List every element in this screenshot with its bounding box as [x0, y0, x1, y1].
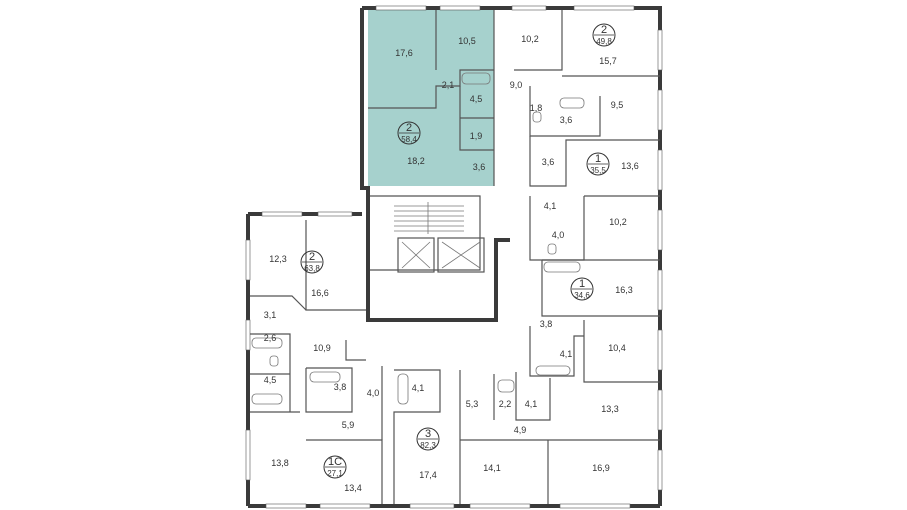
room-area-label: 4,1 [412, 383, 425, 393]
room-area-label: 4,0 [552, 230, 565, 240]
apartment-rooms: 2 [601, 24, 607, 36]
room-area-label: 10,4 [608, 343, 626, 353]
room-area-label: 10,5 [458, 36, 476, 46]
room-area-label: 5,9 [342, 420, 355, 430]
room-area-label: 3,6 [473, 162, 486, 172]
apartment-area: 82,3 [420, 441, 436, 450]
apartment-rooms: 1 [595, 153, 601, 165]
apartment-area: 34,6 [574, 291, 590, 300]
highlighted-apartment[interactable] [368, 10, 494, 186]
apartment-rooms: 3 [425, 428, 431, 440]
room-area-label: 18,2 [407, 156, 425, 166]
room-area-label: 3,8 [540, 319, 553, 329]
apartment-badge [300, 250, 324, 274]
room-area-label: 10,9 [313, 343, 331, 353]
room-area-label: 12,3 [269, 254, 287, 264]
apartment-badge [586, 152, 610, 176]
room-area-label: 1,9 [470, 131, 483, 141]
room-area-label: 4,9 [514, 425, 527, 435]
room-area-label: 15,7 [599, 56, 617, 66]
outer-walls [245, 5, 663, 509]
room-area-label: 17,6 [395, 48, 413, 58]
apartment-rooms: 1 [579, 278, 585, 290]
apartment-area: 58,4 [401, 135, 417, 144]
apartment-badge [397, 121, 421, 145]
apartment-rooms: 2 [309, 251, 315, 263]
room-area-label: 13,4 [344, 483, 362, 493]
room-area-label: 3,8 [334, 382, 347, 392]
room-area-label: 13,8 [271, 458, 289, 468]
room-area-label: 13,6 [621, 161, 639, 171]
apartment-badge [592, 23, 616, 47]
apartment-area: 35,5 [590, 166, 606, 175]
apartment-badge [416, 427, 440, 451]
bathroom-fixtures [251, 72, 585, 405]
elevator-shafts [401, 241, 481, 269]
room-area-label: 3,1 [264, 310, 277, 320]
room-area-label: 4,1 [525, 399, 538, 409]
room-area-label: 14,1 [483, 463, 501, 473]
interior-walls [250, 10, 660, 504]
room-area-label: 9,0 [510, 80, 523, 90]
room-area-label: 3,6 [560, 115, 573, 125]
room-area-label: 10,2 [521, 34, 539, 44]
room-area-label: 1,8 [530, 103, 543, 113]
room-area-label: 13,3 [601, 404, 619, 414]
room-area-label: 4,1 [560, 349, 573, 359]
room-area-label: 16,3 [615, 285, 633, 295]
room-labels: 17,6 10,5 2,1 4,5 1,9 18,2 3,6 10,2 15,7 9,0 1,8 3,… [264, 34, 639, 493]
room-area-label: 10,2 [609, 217, 627, 227]
apartment-rooms: 2 [406, 122, 412, 134]
apartment-area: 27,1 [327, 469, 343, 478]
room-area-label: 2,2 [499, 399, 512, 409]
apartment-area: 49,8 [596, 37, 612, 46]
room-area-label: 9,5 [611, 100, 624, 110]
apartment-badge [323, 455, 347, 479]
room-area-label: 2,1 [442, 80, 455, 90]
room-area-label: 4,5 [470, 94, 483, 104]
room-area-label: 4,1 [544, 201, 557, 211]
apartment-badge [570, 277, 594, 301]
room-area-label: 4,5 [264, 375, 277, 385]
apartment-area: 63,8 [304, 264, 320, 273]
room-area-label: 4,0 [367, 388, 380, 398]
window-marks [245, 5, 663, 509]
room-area-label: 16,6 [311, 288, 329, 298]
room-area-label: 2,6 [264, 333, 277, 343]
room-area-label: 3,6 [542, 157, 555, 167]
room-area-label: 17,4 [419, 470, 437, 480]
room-area-label: 16,9 [592, 463, 610, 473]
room-area-label: 5,3 [466, 399, 479, 409]
apartment-rooms: 1С [328, 456, 342, 468]
staircase [394, 202, 464, 234]
